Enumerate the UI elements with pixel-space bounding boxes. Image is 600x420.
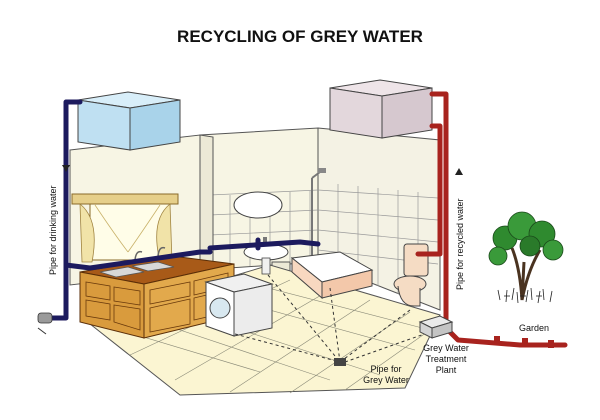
clean-water-tank xyxy=(77,91,181,151)
label-treatment-line1: Grey Water xyxy=(423,343,469,353)
garden-tree xyxy=(488,211,564,304)
grey-water-pipe xyxy=(234,274,431,363)
diagram-title: RECYCLING OF GREY WATER xyxy=(177,27,423,46)
recycled-water-pipe xyxy=(415,91,568,348)
label-pipe-grey-water-line2: Grey Water xyxy=(363,375,409,385)
drinking-water-tap xyxy=(37,312,53,335)
label-pipe-grey-water-line1: Pipe for xyxy=(370,364,401,374)
flow-arrows xyxy=(62,165,463,175)
labels: Pipe for drinking water Pipe for recycle… xyxy=(48,185,549,385)
label-treatment-line3: Plant xyxy=(436,365,457,375)
label-garden: Garden xyxy=(519,323,549,333)
wash-basin xyxy=(233,191,289,275)
sprinklers xyxy=(494,336,554,348)
floor-drain xyxy=(334,358,346,366)
label-pipe-drinking-water: Pipe for drinking water xyxy=(48,185,58,275)
kitchen-window xyxy=(71,193,179,263)
bathtub xyxy=(290,251,374,300)
treatment-plant xyxy=(418,315,454,339)
grey-water-tank xyxy=(329,79,433,139)
label-treatment-line2: Treatment xyxy=(426,354,467,364)
washing-machine xyxy=(204,273,274,337)
drinking-water-pipe xyxy=(49,99,321,321)
label-pipe-recycled-water: Pipe for recycled water xyxy=(455,198,465,290)
